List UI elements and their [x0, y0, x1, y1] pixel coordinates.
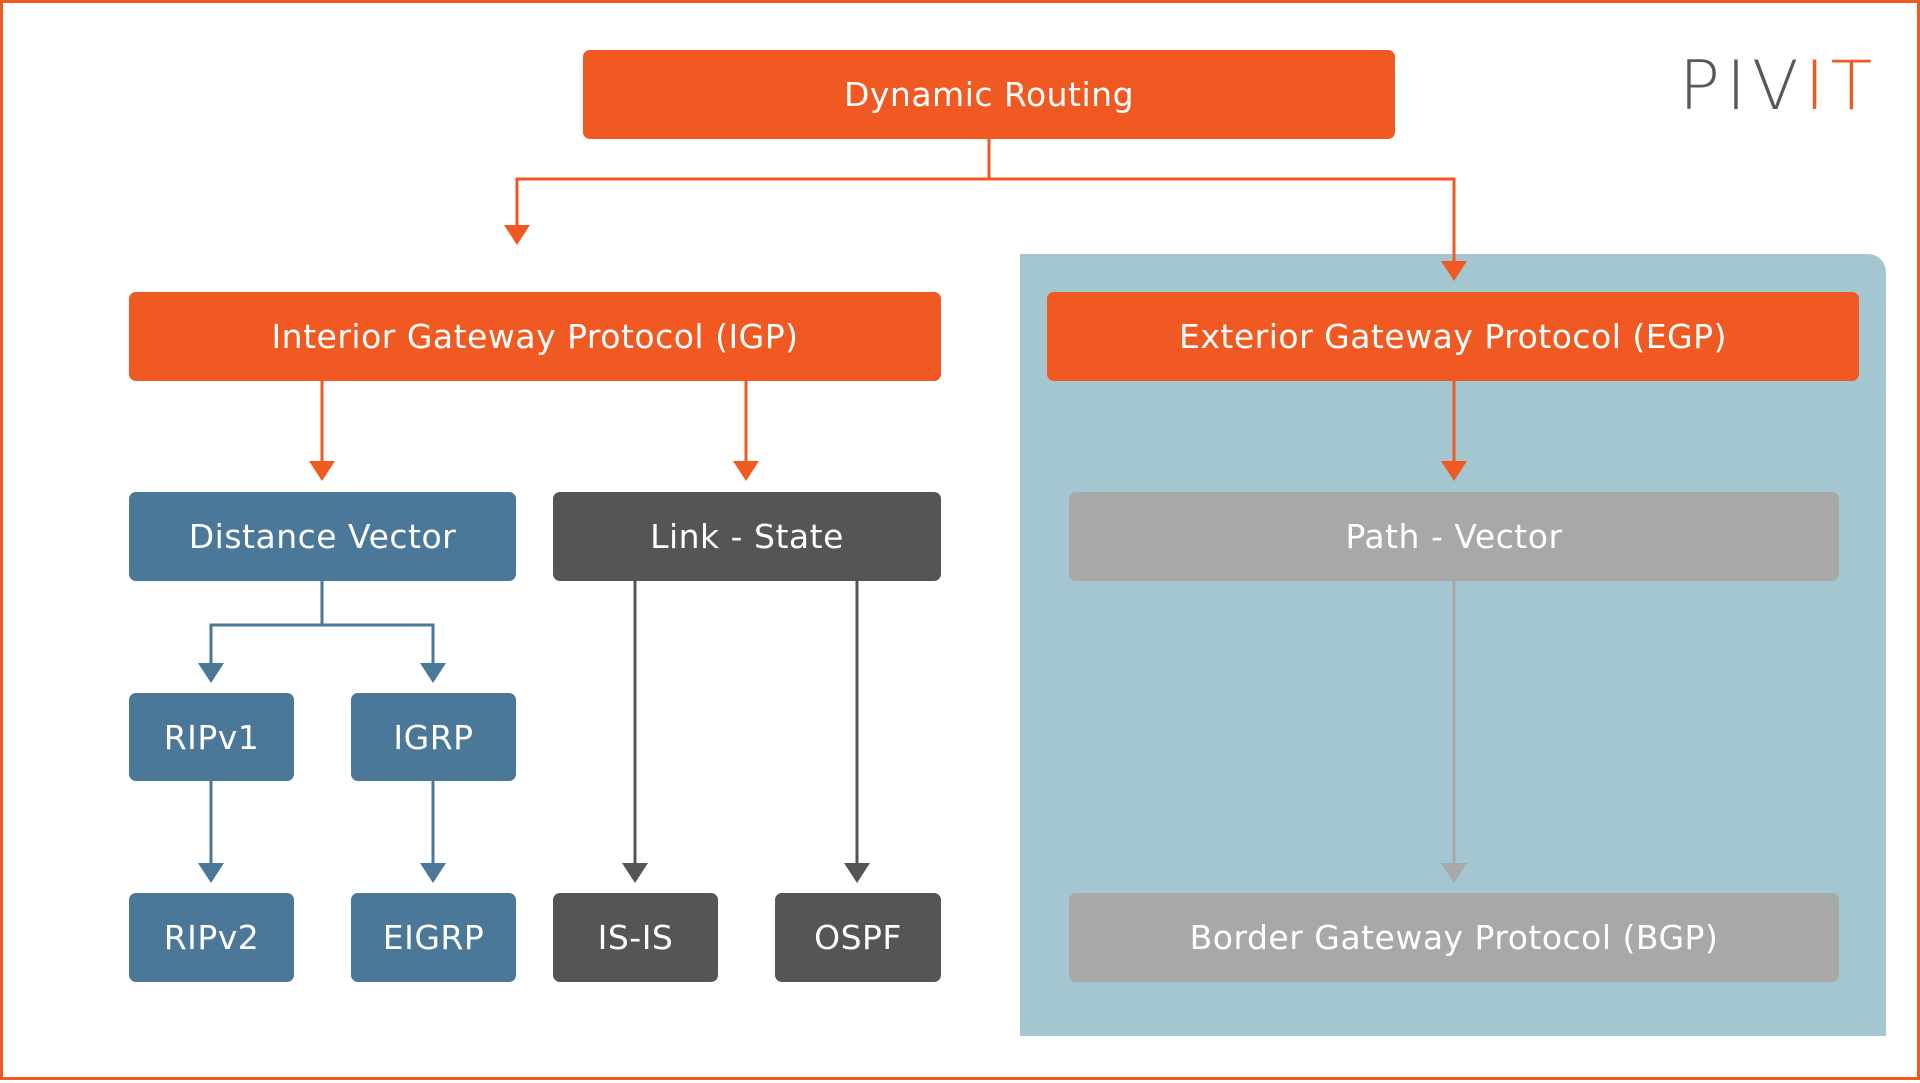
arrowhead-isis [622, 863, 648, 883]
arrowhead-igp [504, 225, 530, 245]
node-link-state: Link - State [553, 492, 941, 581]
node-distance-vector: Distance Vector [129, 492, 516, 581]
arrowhead-bgp [1441, 863, 1467, 883]
node-label: Interior Gateway Protocol (IGP) [271, 317, 799, 356]
node-label: Border Gateway Protocol (BGP) [1189, 918, 1719, 957]
node-label: IS-IS [597, 918, 674, 957]
node-bgp: Border Gateway Protocol (BGP) [1069, 893, 1839, 982]
node-ripv2: RIPv2 [129, 893, 294, 982]
node-label: EIGRP [382, 918, 485, 957]
node-label: Distance Vector [188, 517, 457, 556]
logo-text-part1: PIV [1679, 47, 1805, 126]
edge-dv-children [209, 581, 435, 863]
arrowhead-igrp [420, 663, 446, 683]
node-label: OSPF [814, 918, 902, 957]
node-path-vector: Path - Vector [1069, 492, 1839, 581]
arrowhead-distance-vector [309, 461, 335, 481]
arrowhead-path-vector [1441, 461, 1467, 481]
node-label: Dynamic Routing [843, 75, 1135, 114]
node-label: RIPv1 [163, 717, 260, 757]
node-label: Link - State [650, 517, 844, 556]
node-dynamic-routing: Dynamic Routing [583, 50, 1395, 139]
node-eigrp: EIGRP [351, 893, 516, 982]
connector-lines [198, 139, 1467, 883]
arrowhead-egp [1441, 261, 1467, 281]
node-label: RIPv2 [163, 918, 260, 957]
node-igp: Interior Gateway Protocol (IGP) [129, 292, 941, 381]
arrowhead-ripv2 [198, 863, 224, 883]
node-egp: Exterior Gateway Protocol (EGP) [1047, 292, 1859, 381]
node-ospf: OSPF [775, 893, 941, 982]
edge-ls-children [633, 581, 859, 863]
edge-root-children [515, 139, 1456, 261]
node-igrp: IGRP [351, 693, 516, 781]
node-ripv1: RIPv1 [129, 693, 294, 781]
node-label: Path - Vector [1345, 517, 1563, 556]
edge-igp-children [320, 381, 748, 461]
arrowhead-link-state [733, 461, 759, 481]
arrowhead-ripv1 [198, 663, 224, 683]
arrowhead-eigrp [420, 863, 446, 883]
node-isis: IS-IS [553, 893, 718, 982]
logo-text-part2: IT [1804, 47, 1879, 126]
node-label: Exterior Gateway Protocol (EGP) [1179, 317, 1727, 356]
arrowhead-ospf [844, 863, 870, 883]
node-label: IGRP [393, 717, 474, 757]
pivit-logo: PIVIT [1679, 47, 1872, 127]
